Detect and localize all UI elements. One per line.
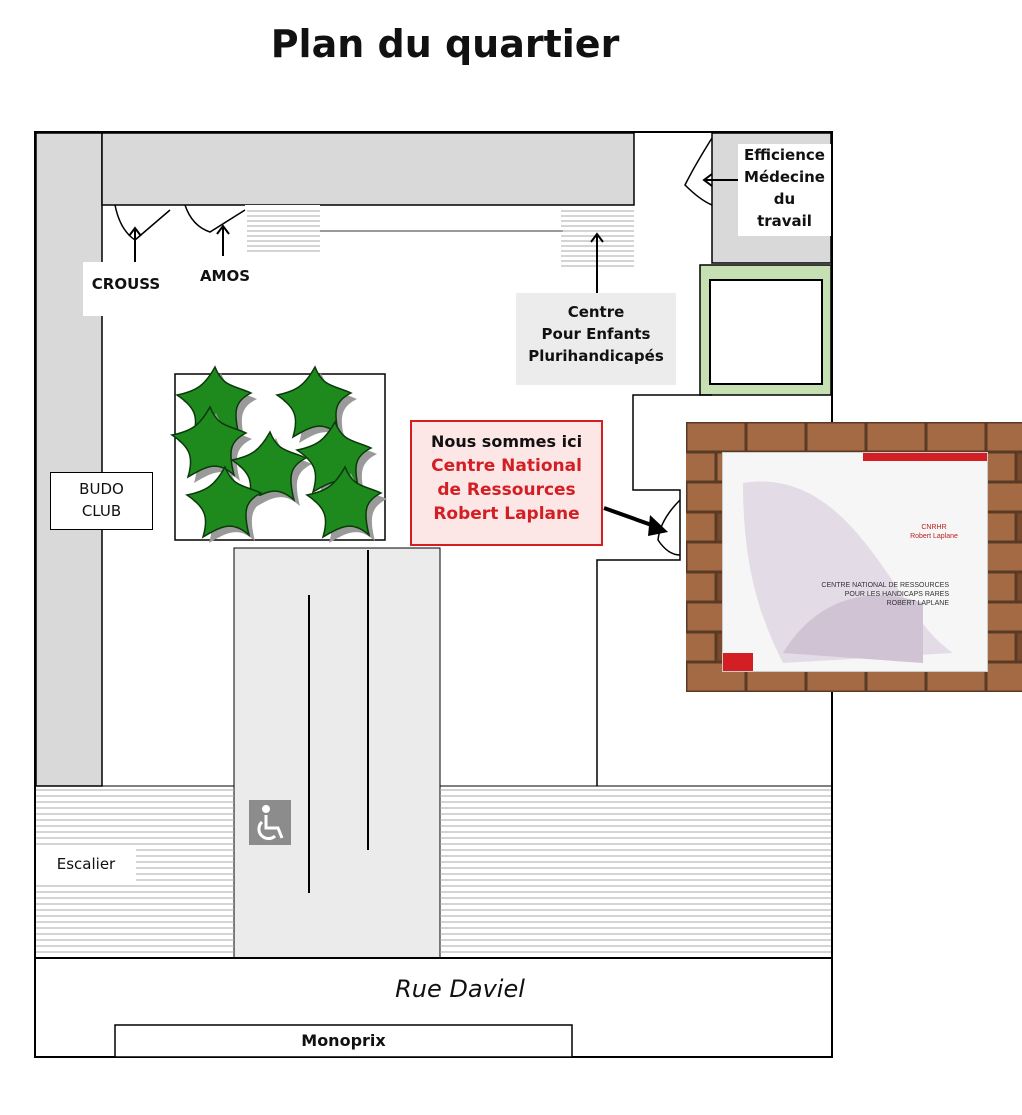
stairs-left [36,789,234,953]
efficience-line-1: Efficience [744,146,825,164]
plaque-text: CENTRE NATIONAL DE RESSOURCES POUR LES H… [753,581,949,608]
label-monoprix: Monoprix [301,1031,386,1050]
label-crouss: CROUSS [83,262,169,316]
callout-line-4: Robert Laplane [433,504,580,524]
entrance-arrow-icon [603,506,668,536]
monoprix-building [114,1024,573,1058]
stair-hatch-left [245,205,320,257]
label-cpep: Centre Pour Enfants Plurihandicapés [516,293,676,385]
label-amos: AMOS [199,267,251,285]
label-efficience: Efficience Médecine du travail [738,144,831,236]
plaque-line-3: ROBERT LAPLANE [886,600,949,607]
plaque-sign: CNRHR Robert Laplane CENTRE NATIONAL DE … [722,452,988,672]
label-budo-club: BUDO CLUB [50,472,153,530]
plaque-line-1: CENTRE NATIONAL DE RESSOURCES [821,582,949,589]
callout-line-3: de Ressources [437,480,576,500]
wheelchair-icon [249,800,291,845]
cpep-line-3: Plurihandicapés [528,347,664,365]
green-frame-inner [709,279,823,385]
budo-line-2: CLUB [81,502,122,520]
efficience-line-2: Médecine du [744,168,825,208]
left-building [35,132,103,787]
street-name: Rue Daviel [395,975,525,1003]
plaque-logo-1: CNRHR [921,524,947,531]
page-title: Plan du quartier [270,22,620,66]
top-building [101,132,635,206]
cpep-line-1: Centre [567,303,625,321]
center-building [596,394,712,786]
access-path [233,547,441,959]
door-center [657,499,681,556]
you-are-here-callout: Nous sommes ici Centre National de Resso… [410,420,603,546]
plaque-photo: CNRHR Robert Laplane CENTRE NATIONAL DE … [686,422,1022,692]
plaque-line-2: POUR LES HANDICAPS RARES [844,591,949,598]
label-escalier: Escalier [36,845,136,883]
door-efficience [684,137,713,206]
budo-line-1: BUDO [79,480,124,498]
arrows [128,173,740,293]
cpep-line-2: Pour Enfants [541,325,651,343]
callout-line-2: Centre National [431,456,582,476]
plaque-logo: CNRHR Robert Laplane [903,523,965,541]
door-amos [184,204,246,233]
callout-line-1: Nous sommes ici [430,432,583,451]
plaque-logo-2: Robert Laplane [910,533,958,540]
efficience-line-3: travail [757,212,812,230]
stairs-right [440,789,831,953]
